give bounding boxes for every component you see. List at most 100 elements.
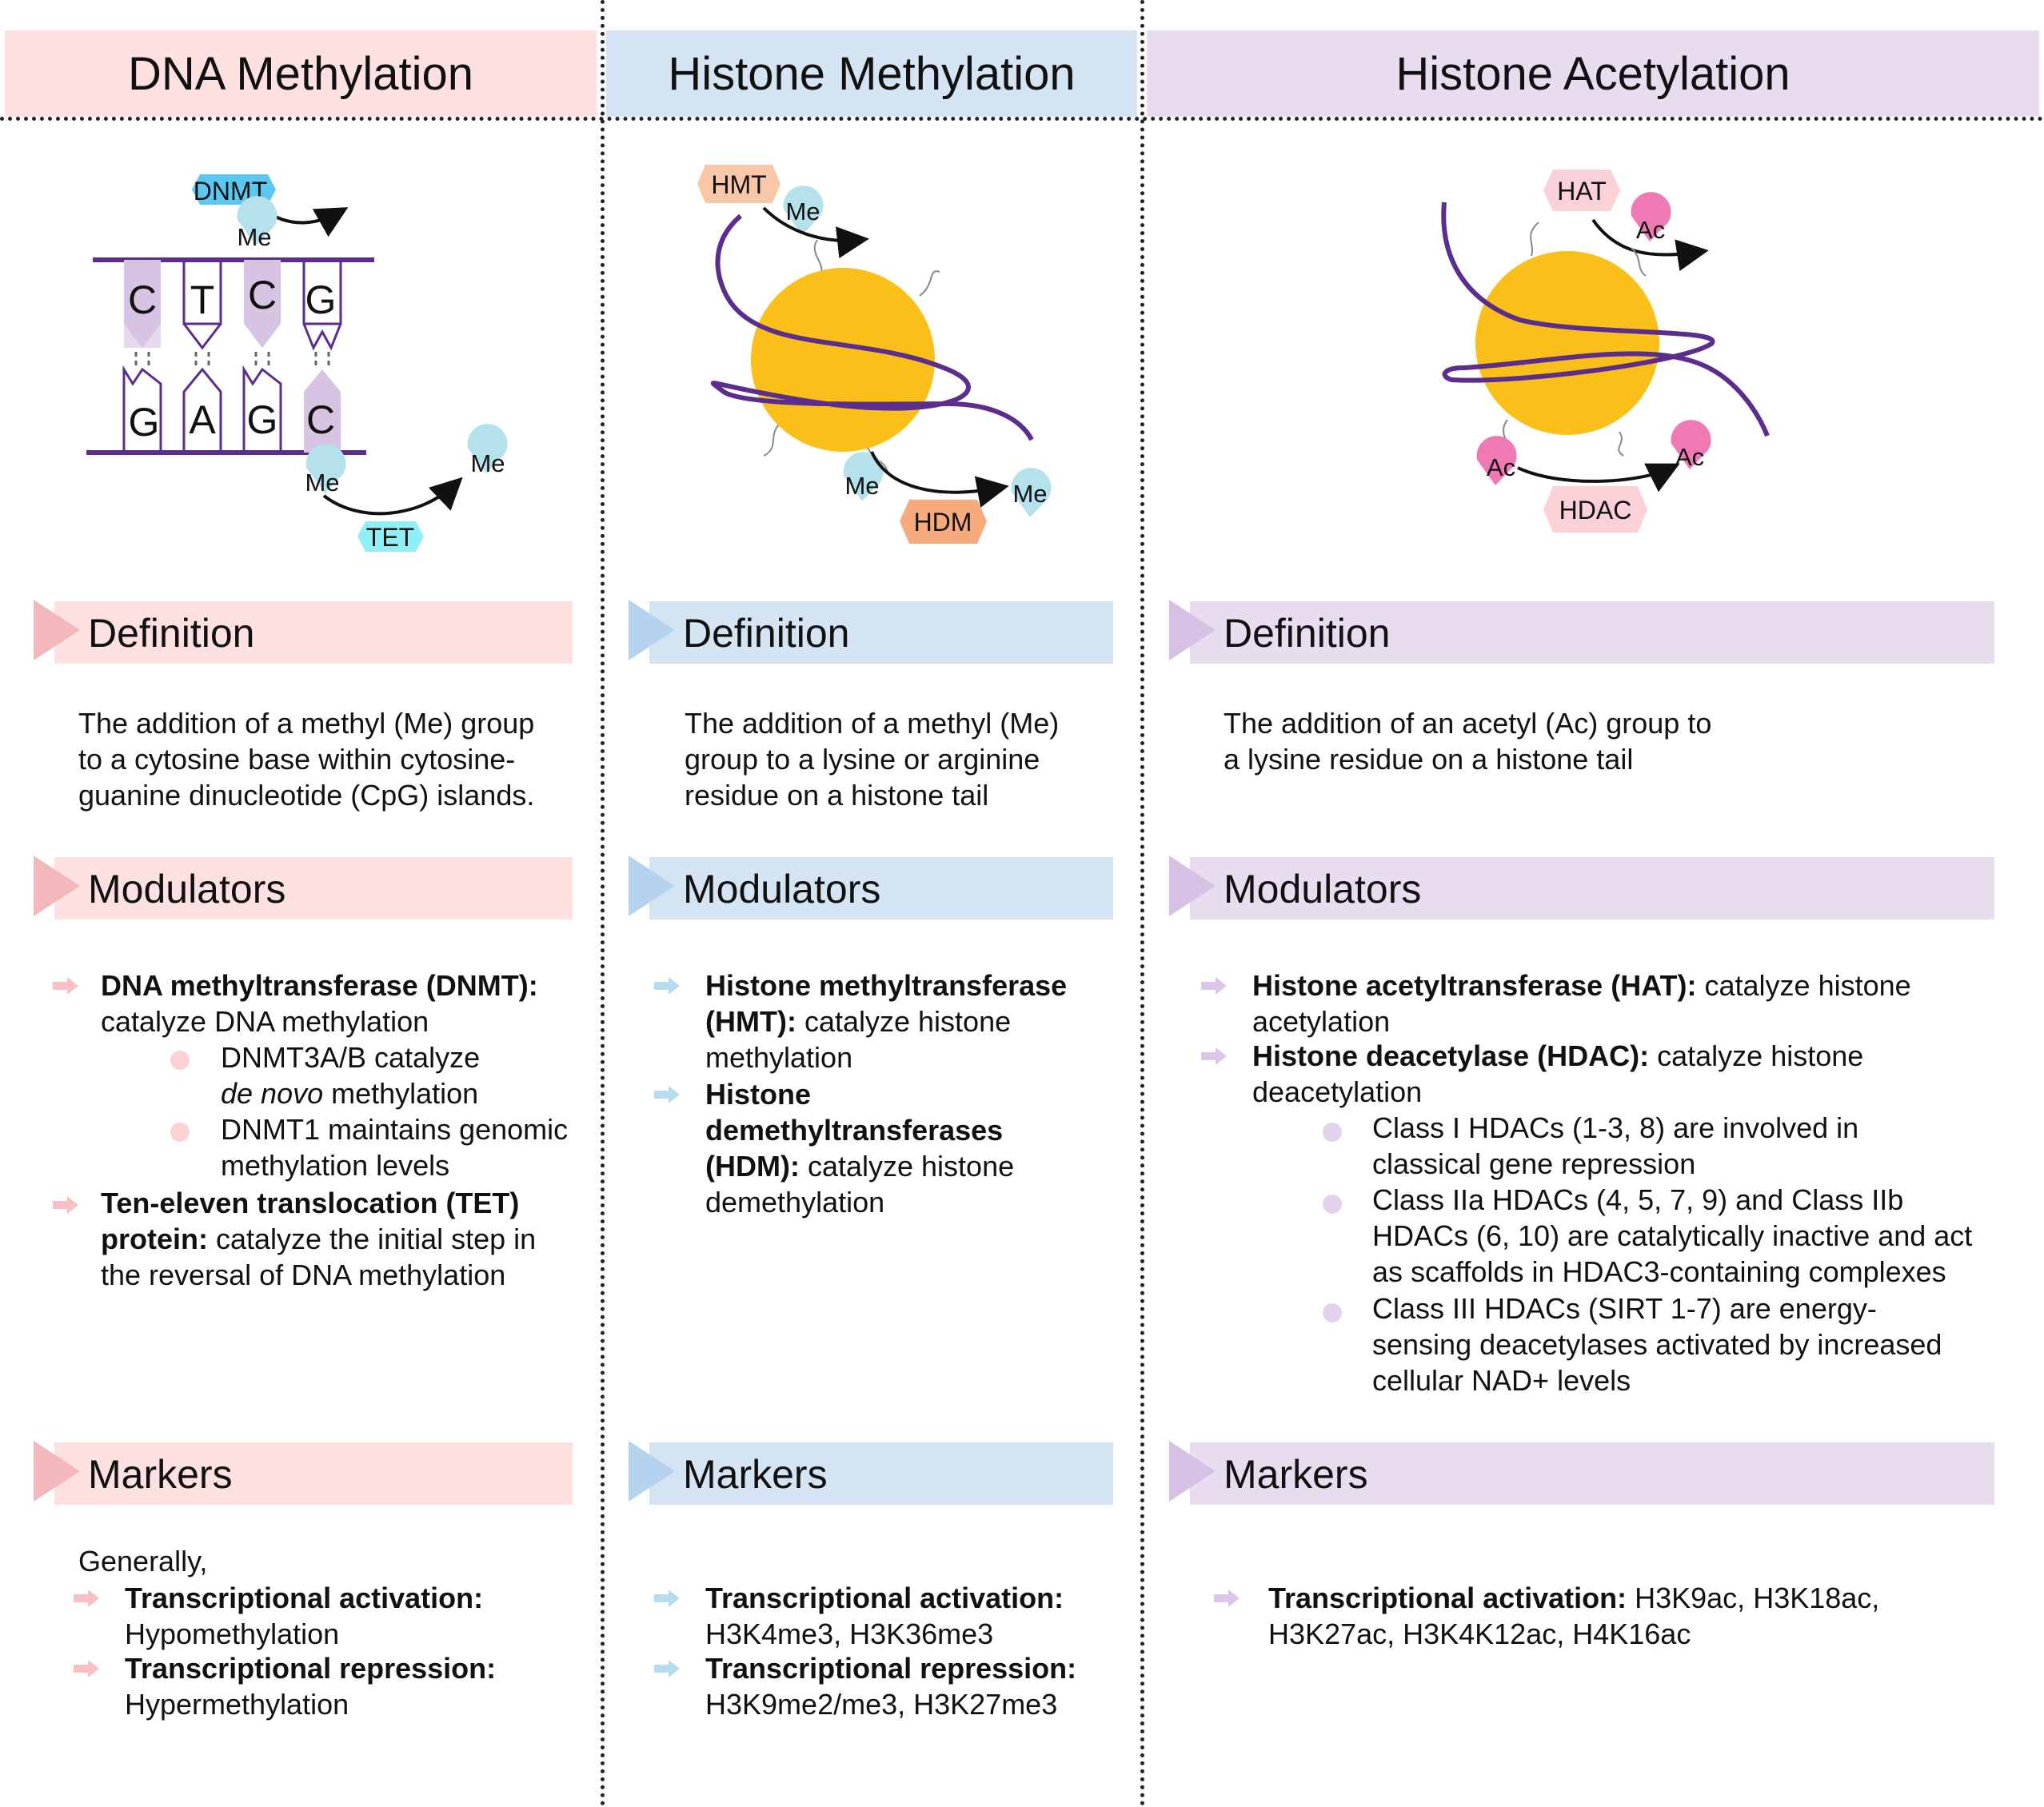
ha-class-2: Class IIa HDACs (4, 5, 7, 9) and Class I… — [1372, 1182, 2036, 1290]
dna-marker-arrow-1-icon — [74, 1590, 99, 1607]
hm-rep-bold: Transcriptional repression: — [705, 1652, 1077, 1685]
ha-act-text-1: H3K9ac, H3K18ac, — [1627, 1582, 1880, 1614]
top-base-4: G — [305, 277, 337, 322]
dnmt-bold: DNA methyltransferase (DNMT): — [101, 969, 538, 1002]
me-top-label: Me — [237, 223, 271, 251]
ha-act-bold: Transcriptional activation: — [1268, 1582, 1627, 1614]
hmt-label: HMT — [711, 170, 766, 199]
c1-line-2: classical gene repression — [1372, 1147, 1696, 1180]
me-left — [843, 452, 884, 501]
dna-sub-dot-2 — [170, 1123, 190, 1142]
me-bottom-left — [305, 444, 346, 493]
bottom-base-4: C — [306, 397, 335, 442]
hm-mod-hmt: Histone methyltransferase (HMT): catalyz… — [705, 967, 1137, 1075]
column-divider-2 — [1140, 0, 1144, 1807]
histone-methylation-diagram: HMT Me Me Me HDM — [697, 165, 1052, 544]
hmt-enzyme — [697, 165, 780, 203]
me-hdm — [1011, 468, 1052, 517]
dna-markers-intro: Generally, — [78, 1545, 208, 1578]
dna-marker-activation: Transcriptional activation: Hypomethylat… — [125, 1580, 483, 1652]
hmt-text-2: catalyze histone — [796, 1005, 1012, 1038]
dna-rep-text: Hypermethylation — [125, 1688, 349, 1721]
hmt-text-3: methylation — [705, 1041, 853, 1074]
dna-wrap — [710, 213, 1034, 441]
histone-acetylation-title: Histone Acetylation — [1395, 47, 1790, 100]
tet-label: TET — [366, 523, 414, 552]
dna-marker-repression: Transcriptional repression: Hypermethyla… — [125, 1650, 496, 1722]
hmeth-modulators-bar: Modulators — [629, 856, 1113, 919]
c3-line-3: cellular NAD+ levels — [1372, 1364, 1631, 1397]
dna-rep-bold: Transcriptional repression: — [125, 1652, 497, 1685]
hmeth-definition-label: Definition — [683, 611, 850, 656]
sub2-line-2: methylation levels — [221, 1149, 450, 1182]
dna-definition-bar: Definition — [34, 600, 573, 664]
hmt-bold-2: (HMT): — [705, 1005, 796, 1038]
tet-bold-2: protein: — [101, 1223, 208, 1255]
dna-mod-sub-1: DNMT3A/B catalyze de novo methylation — [221, 1039, 480, 1111]
me-bottom-left-label: Me — [305, 469, 339, 497]
hmeth-modulators-label: Modulators — [683, 867, 881, 911]
tet-text-3: the reversal of DNA methylation — [101, 1259, 506, 1291]
bottom-base-3: G — [247, 397, 278, 442]
ha-act-text-2: H3K27ac, H3K4K12ac, H4K16ac — [1268, 1618, 1691, 1650]
me-right — [467, 424, 508, 473]
ha-mod-hat: Histone acetyltransferase (HAT): catalyz… — [1252, 967, 2020, 1039]
dna-header-bg — [5, 30, 597, 117]
hm-marker-repression: Transcriptional repression: H3K9me2/me3,… — [705, 1650, 1076, 1722]
dna-markers-label: Markers — [88, 1452, 233, 1497]
top-base-3: C — [248, 273, 277, 317]
me-right-label: Me — [470, 449, 505, 477]
hm-marker-arrow-2-icon — [654, 1660, 680, 1677]
dna-markers-bar: Markers — [34, 1441, 573, 1505]
dna-methylation-title: DNA Methylation — [128, 47, 473, 100]
ha-mod-hdac: Histone deacetylase (HDAC): catalyze his… — [1252, 1038, 2020, 1110]
histone-core-ac — [1475, 251, 1659, 435]
ac-left-label: Ac — [1487, 453, 1515, 481]
c1-line-1: Class I HDACs (1-3, 8) are involved in — [1372, 1111, 1859, 1144]
hm-act-bold: Transcriptional activation: — [705, 1582, 1064, 1614]
hat-text-1: catalyze histone — [1696, 969, 1911, 1002]
hmeth-definition-text: The addition of a methyl (Me) group to a… — [685, 705, 1059, 813]
hm-rep-text: H3K9me2/me3, H3K27me3 — [705, 1688, 1058, 1721]
me-left-label: Me — [844, 472, 879, 500]
me-hmt-label: Me — [785, 197, 820, 225]
hdac-text-1: catalyze histone — [1649, 1039, 1864, 1072]
hdm-enzyme — [900, 500, 987, 544]
hdm-text-4: demethylation — [705, 1186, 885, 1219]
hmeth-def-line-3: residue on a histone tail — [685, 779, 989, 812]
sub2-line-1: DNMT1 maintains genomic — [221, 1113, 569, 1146]
hmeth-header-bg — [606, 30, 1137, 117]
header-divider — [0, 117, 2044, 121]
ac-hat-label: Ac — [1636, 216, 1665, 244]
hac-modulators-label: Modulators — [1224, 867, 1422, 911]
ha-mod-arrow-1-icon — [1201, 977, 1227, 995]
hac-def-line-2: a lysine residue on a histone tail — [1224, 743, 1634, 776]
hm-mod-arrow-2-icon — [654, 1086, 680, 1103]
hat-text-2: acetylation — [1252, 1005, 1391, 1038]
dna-modulators-bar: Modulators — [34, 856, 573, 919]
dna-act-bold: Transcriptional activation: — [125, 1582, 484, 1614]
histone-core — [751, 268, 935, 452]
diagrams: DNMT Me C T C G — [86, 165, 1770, 552]
hmeth-definition-bar: Definition — [629, 600, 1113, 664]
hmt-bold-1: Histone methyltransferase — [705, 969, 1068, 1002]
dna-sub-dot-1 — [170, 1051, 190, 1070]
ha-class-1: Class I HDACs (1-3, 8) are involved in c… — [1372, 1110, 2036, 1182]
hdm-label: HDM — [914, 508, 972, 537]
hat-enzyme — [1543, 170, 1620, 211]
c2-line-2: HDACs (6, 10) are catalytically inactive… — [1372, 1219, 1973, 1252]
hac-modulators-bar: Modulators — [1169, 856, 1994, 919]
ha-class-3: Class III HDACs (SIRT 1-7) are energy- s… — [1372, 1290, 2036, 1398]
dna-definition-label: Definition — [88, 611, 255, 656]
hac-definition-bar: Definition — [1169, 600, 1994, 664]
hm-act-text: H3K4me3, H3K36me3 — [705, 1618, 994, 1650]
hdm-bold-3: (HDM): — [705, 1150, 800, 1183]
dna-def-line-2: to a cytosine base within cytosine- — [78, 743, 516, 776]
hm-marker-activation: Transcriptional activation: H3K4me3, H3K… — [705, 1580, 1064, 1652]
ha-sub-dot-1 — [1323, 1123, 1342, 1142]
dna-mod-arrow-1-icon — [53, 977, 78, 995]
hac-header-bg — [1147, 30, 2039, 117]
ac-hat — [1631, 192, 1671, 241]
histone-acetylation-diagram: HAT Ac Ac Ac HDAC — [1441, 170, 1770, 533]
dna-mod-arrow-2-icon — [53, 1196, 78, 1214]
